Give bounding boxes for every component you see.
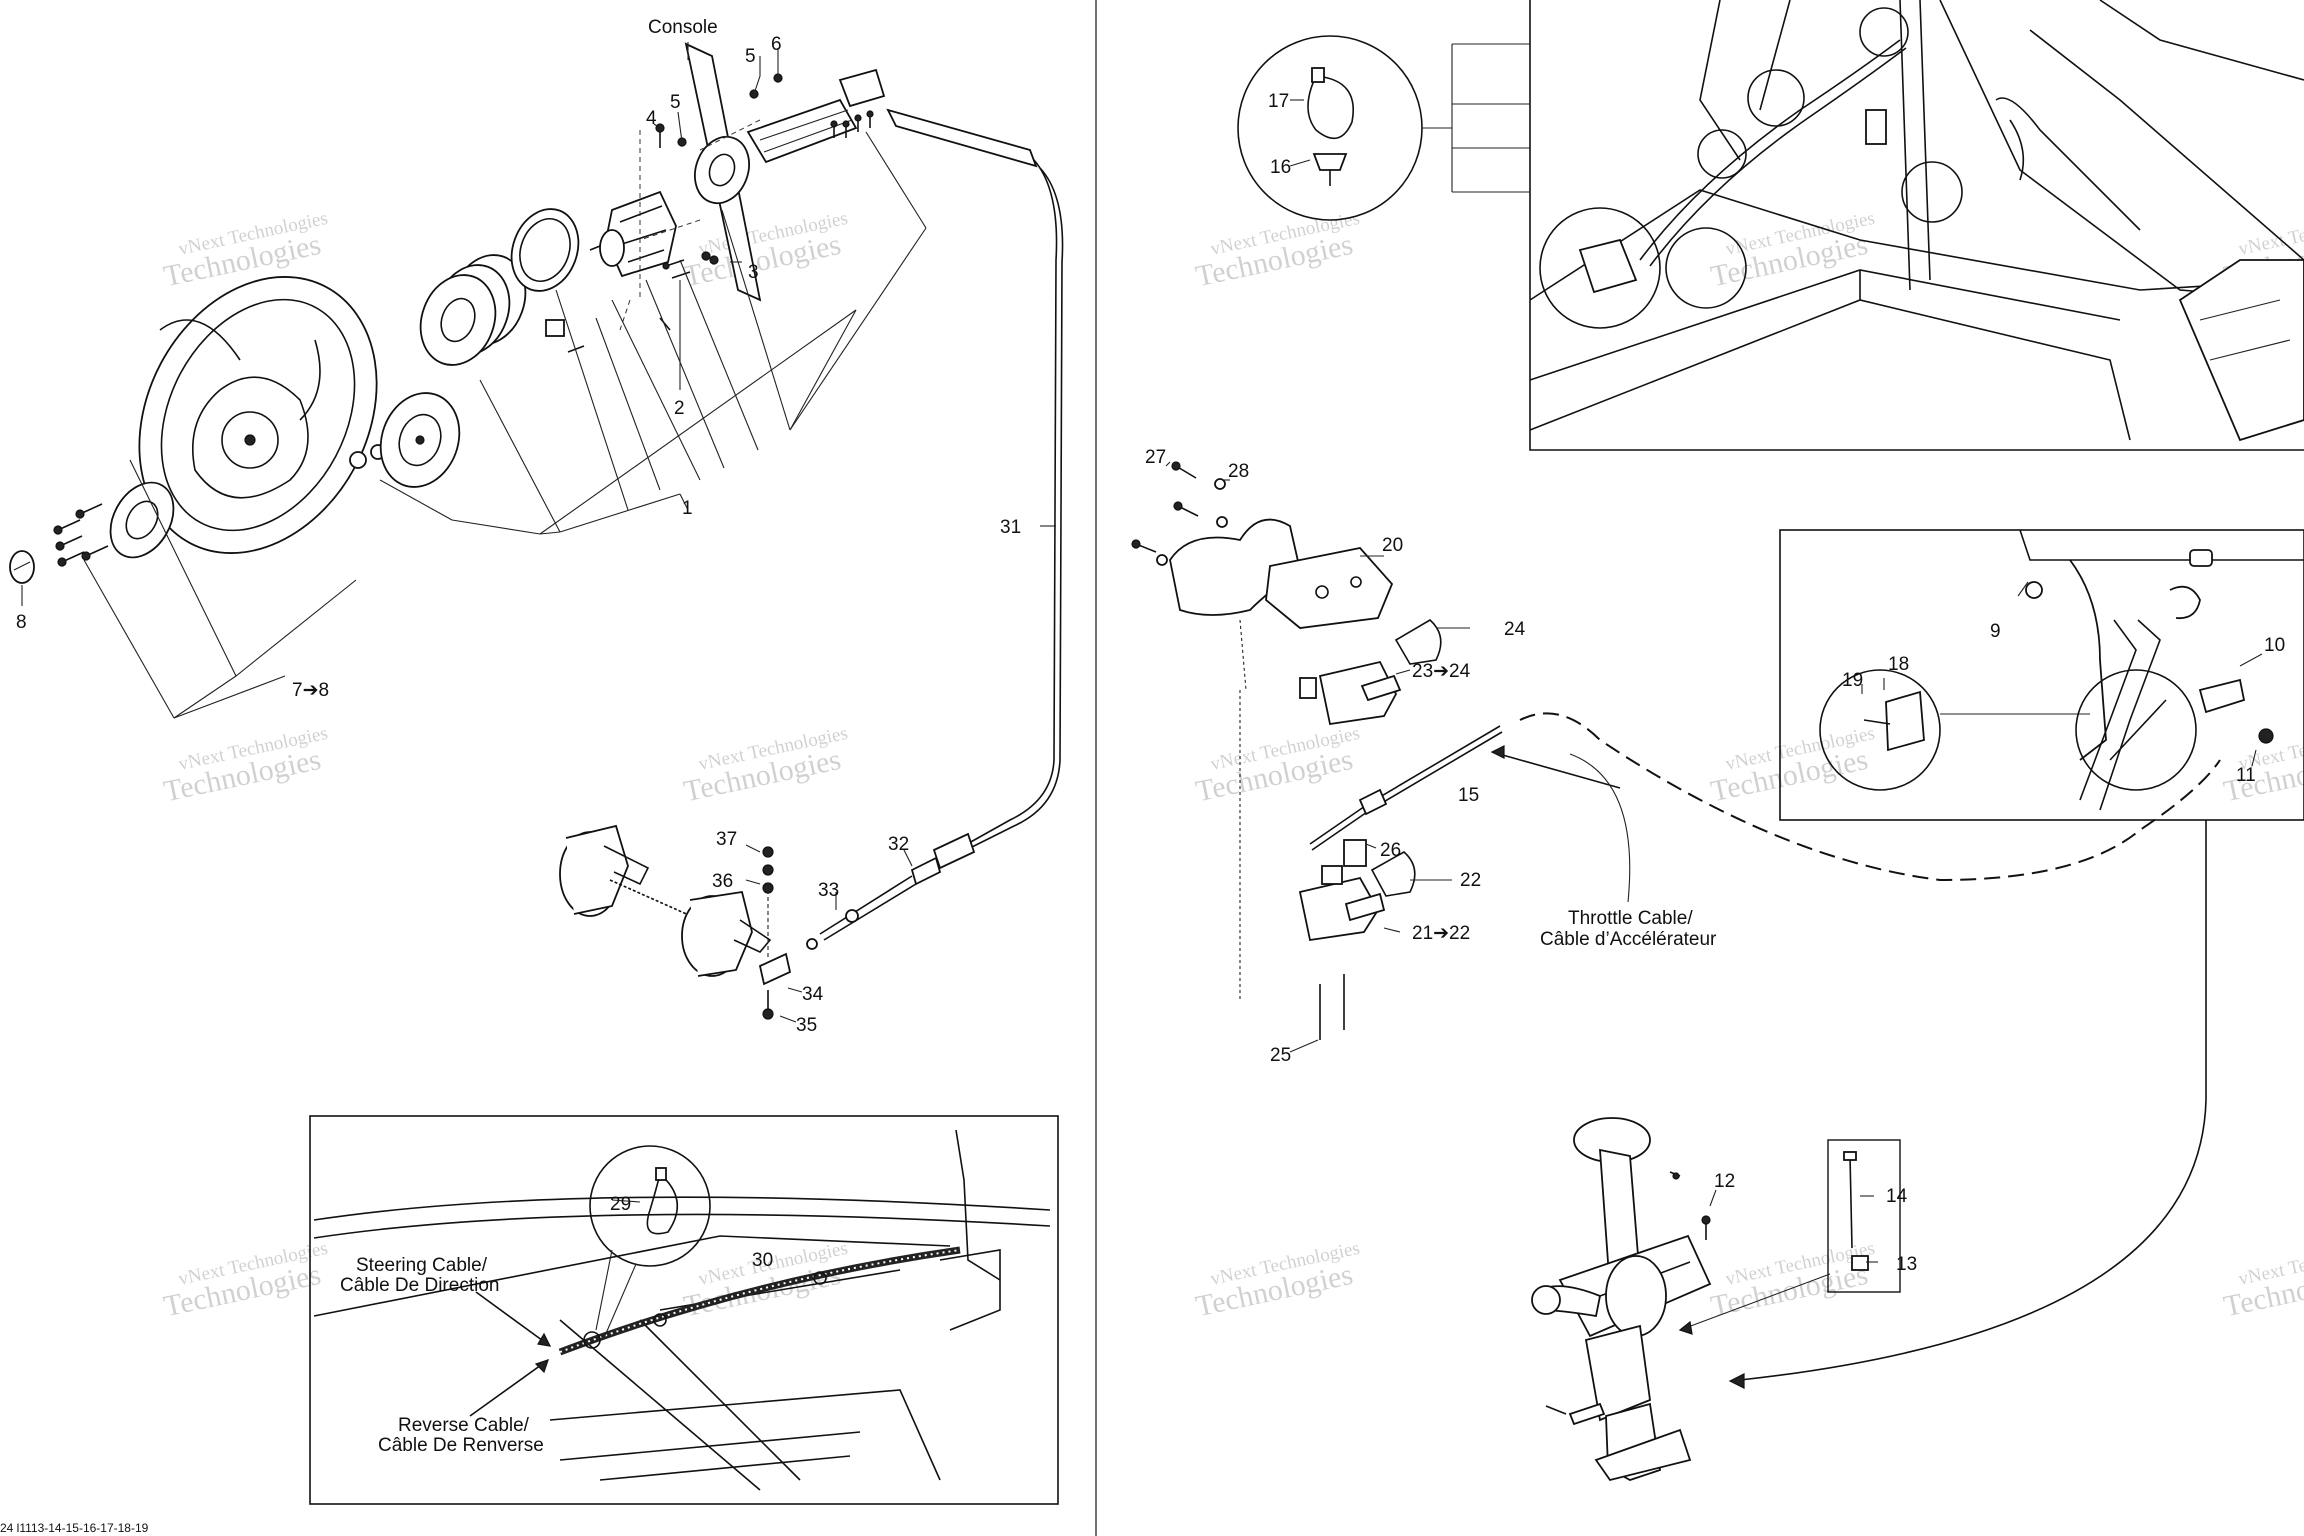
throttle-assembly: Throttle Cable/ Câble d’Accélérateur 17 … [1131, 0, 2304, 1482]
callout-17: 17 [1268, 91, 1289, 112]
steering-cable [886, 108, 1064, 853]
watermark: vNext Technologies Technologies [1708, 208, 1877, 294]
callout-26: 26 [1380, 840, 1401, 861]
spacer-stack [419, 254, 527, 366]
callout-7-8: 7➔8 [292, 680, 329, 701]
callout-5: 5 [745, 46, 756, 67]
callout-2: 2 [674, 398, 685, 419]
sleeve [1343, 839, 1367, 867]
callout-14: 14 [1886, 1186, 1908, 1207]
cable-end-hardware [806, 832, 976, 950]
throttle-lever [1531, 1117, 1712, 1482]
helm-rotary-body [746, 68, 886, 164]
hull-interior-inset [1529, 0, 2304, 451]
helm-bezel [694, 135, 750, 205]
steering-cable-label-fr: Câble De Direction [340, 1275, 499, 1296]
callout-arrow [1569, 753, 1631, 903]
console-label: Console [648, 17, 718, 38]
callout-16: 16 [1270, 157, 1291, 178]
callout-30: 30 [752, 1250, 773, 1271]
alignment-lines [619, 119, 761, 331]
clip-detail [1237, 35, 1530, 221]
callout-36: 36 [712, 871, 733, 892]
inset-detail-circles [1539, 7, 1963, 329]
callout-19: 19 [1842, 670, 1863, 691]
throttle-switch-upper [1299, 619, 1442, 726]
tie-wrap-box [1827, 1139, 1901, 1293]
clamp-detail [589, 1145, 711, 1339]
callout-20: 20 [1382, 535, 1403, 556]
steering-assembly: Console [9, 17, 1064, 1505]
callout-10: 10 [2264, 635, 2285, 656]
callout-27: 27 [1145, 447, 1166, 468]
callout-23-24: 23➔24 [1412, 661, 1471, 682]
cable-route [1739, 820, 2207, 1381]
callout-24: 24 [1504, 619, 1526, 640]
callout-31: 31 [1000, 517, 1021, 538]
hub-adapter [379, 392, 461, 488]
callout-21-22: 21➔22 [1412, 923, 1470, 944]
callout-3: 3 [748, 262, 759, 283]
callout-8: 8 [16, 612, 27, 633]
callout-33: 33 [818, 880, 839, 901]
watermark: vNext Technologies Technologies [1193, 208, 1362, 294]
bolt-set [53, 503, 109, 567]
leader-lines-right [1165, 461, 1470, 1053]
watermark: vNext Technologies Technologies [1708, 723, 1877, 809]
callout-4: 4 [646, 108, 657, 129]
callout-12: 12 [1714, 1171, 1735, 1192]
nozzle-hardware [745, 844, 913, 1023]
inset-panel-cables [309, 1115, 1059, 1505]
callout-25: 25 [1270, 1045, 1291, 1066]
callout-37: 37 [716, 829, 737, 850]
callout-28: 28 [1228, 461, 1249, 482]
callout-6: 6 [771, 34, 782, 55]
callout-18: 18 [1888, 654, 1909, 675]
watermark: vNext Technologies Technologies [1193, 723, 1362, 809]
reverse-cable-label-en: Reverse Cable/ [398, 1415, 530, 1436]
cap-part [9, 550, 35, 584]
callout-5: 5 [670, 92, 681, 113]
clip [545, 319, 565, 337]
watermark: vNext Technologies Technologies [161, 1238, 330, 1324]
throttle-bracket [1131, 461, 1394, 691]
watermark-group: vNext Technologies Technologies vNext Te… [161, 208, 2304, 1324]
throttle-cable-label-en: Throttle Cable/ [1568, 908, 1693, 929]
reverse-cable-label-fr: Câble De Renverse [378, 1435, 544, 1456]
lever-detail [1819, 529, 2304, 811]
nut [349, 451, 367, 469]
watermark: vNext Technologies Technologies [161, 723, 330, 809]
callout-32: 32 [888, 834, 909, 855]
callout-1: 1 [682, 498, 693, 519]
callout-35: 35 [796, 1015, 817, 1036]
callout-29: 29 [610, 1194, 631, 1215]
steering-reverse-cable-run [558, 1246, 961, 1356]
callout-11: 11 [2236, 765, 2256, 786]
cover-ring [510, 208, 580, 292]
watermark: vNext Technologies Technologies [1193, 1238, 1362, 1324]
steering-cable-label-en: Steering Cable/ [356, 1255, 488, 1276]
callout-15: 15 [1458, 785, 1479, 806]
throttle-cable-label-fr: Câble d’Accélérateur [1540, 929, 1717, 950]
leader-lines-left [21, 42, 927, 719]
steering-wheel [138, 276, 378, 554]
arrow-head [1728, 1373, 1745, 1389]
watermark: vNext Technologies Technologies [681, 208, 850, 294]
callout-13: 13 [1896, 1254, 1917, 1275]
cable-arrows [469, 1291, 552, 1417]
helm-unit [589, 190, 677, 278]
watermark: vNext Technologies Technologies [681, 723, 850, 809]
throttle-switch-lower [1298, 851, 1416, 942]
hull-detail [313, 1129, 1051, 1491]
callout-22: 22 [1460, 870, 1481, 891]
footer-code: 24 l1113-14-15-16-17-18-19 [0, 1521, 149, 1535]
jet-nozzle [559, 824, 772, 977]
callout-9: 9 [1990, 621, 2001, 642]
callout-34: 34 [802, 984, 824, 1005]
inset-panel-lever [1779, 529, 2304, 821]
watermark: vNext Technologies Technologies [2221, 1238, 2304, 1324]
